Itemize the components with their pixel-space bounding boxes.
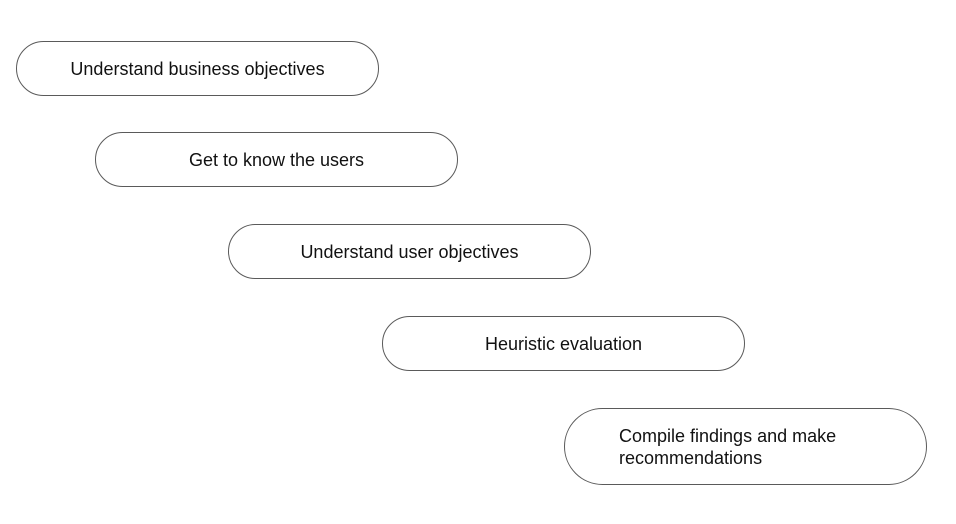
- step-understand-user-objectives: Understand user objectives: [228, 224, 591, 279]
- step-heuristic-evaluation: Heuristic evaluation: [382, 316, 745, 371]
- step-label: Compile findings and make recommendation…: [619, 425, 837, 468]
- step-label: Understand business objectives: [70, 58, 325, 79]
- step-label: Get to know the users: [188, 149, 365, 170]
- step-label: Understand user objectives: [300, 241, 519, 262]
- step-label: Heuristic evaluation: [484, 333, 643, 354]
- step-compile-findings: Compile findings and make recommendation…: [564, 408, 927, 485]
- step-get-to-know-users: Get to know the users: [95, 132, 458, 187]
- step-understand-business-objectives: Understand business objectives: [16, 41, 379, 96]
